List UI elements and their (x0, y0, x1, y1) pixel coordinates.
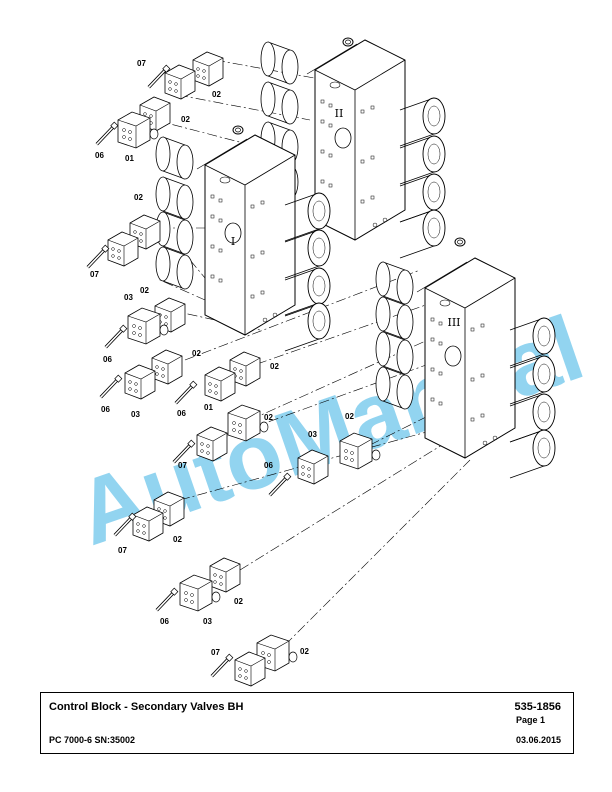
part-callout-03: 03 (308, 430, 317, 439)
part-callout-02: 02 (140, 286, 149, 295)
part-callouts: 07 02 02 06 01 02 07 02 03 06 02 02 06 0… (90, 59, 354, 657)
part-callout-06: 06 (264, 461, 273, 470)
part-callout-03: 03 (124, 293, 133, 302)
part-callout-07: 07 (211, 648, 220, 657)
part-callout-07: 07 (137, 59, 146, 68)
part-callout-07: 07 (118, 546, 127, 555)
part-callout-03: 03 (131, 410, 140, 419)
part-callout-02: 02 (345, 412, 354, 421)
part-callout-02: 02 (173, 535, 182, 544)
part-callout-02: 02 (212, 90, 221, 99)
control-block-i: I (155, 125, 331, 352)
drawing-title: Control Block - Secondary Valves BH (49, 701, 244, 713)
block-numeral: II (335, 107, 344, 120)
part-callout-07: 07 (90, 270, 99, 279)
block-numeral: III (447, 316, 460, 329)
title-block: Control Block - Secondary Valves BH 535-… (40, 692, 574, 754)
part-callout-02: 02 (234, 597, 243, 606)
control-block-ii: II (260, 37, 446, 259)
part-callout-01: 01 (125, 154, 134, 163)
part-callout-03: 03 (203, 617, 212, 626)
control-block-iii: III (375, 237, 556, 479)
exploded-parts-diagram: AutoManual II (64, 37, 595, 687)
part-callout-02: 02 (181, 115, 190, 124)
part-callout-02: 02 (192, 349, 201, 358)
block-numeral: I (231, 235, 235, 248)
part-callout-02: 02 (300, 647, 309, 656)
issue-date: 03.06.2015 (515, 735, 561, 745)
part-callout-06: 06 (103, 355, 112, 364)
part-callout-02: 02 (264, 413, 273, 422)
part-callout-02: 02 (270, 362, 279, 371)
document-number: 535-1856 (514, 701, 562, 713)
part-callout-06: 06 (95, 151, 104, 160)
part-callout-06: 06 (160, 617, 169, 626)
part-callout-06: 06 (177, 409, 186, 418)
page-number: Page 1 (515, 715, 545, 725)
machine-model: PC 7000-6 SN:35002 (49, 735, 136, 745)
part-callout-02: 02 (134, 193, 143, 202)
part-callout-06: 06 (101, 405, 110, 414)
part-callout-01: 01 (204, 403, 213, 412)
part-callout-07: 07 (178, 461, 187, 470)
